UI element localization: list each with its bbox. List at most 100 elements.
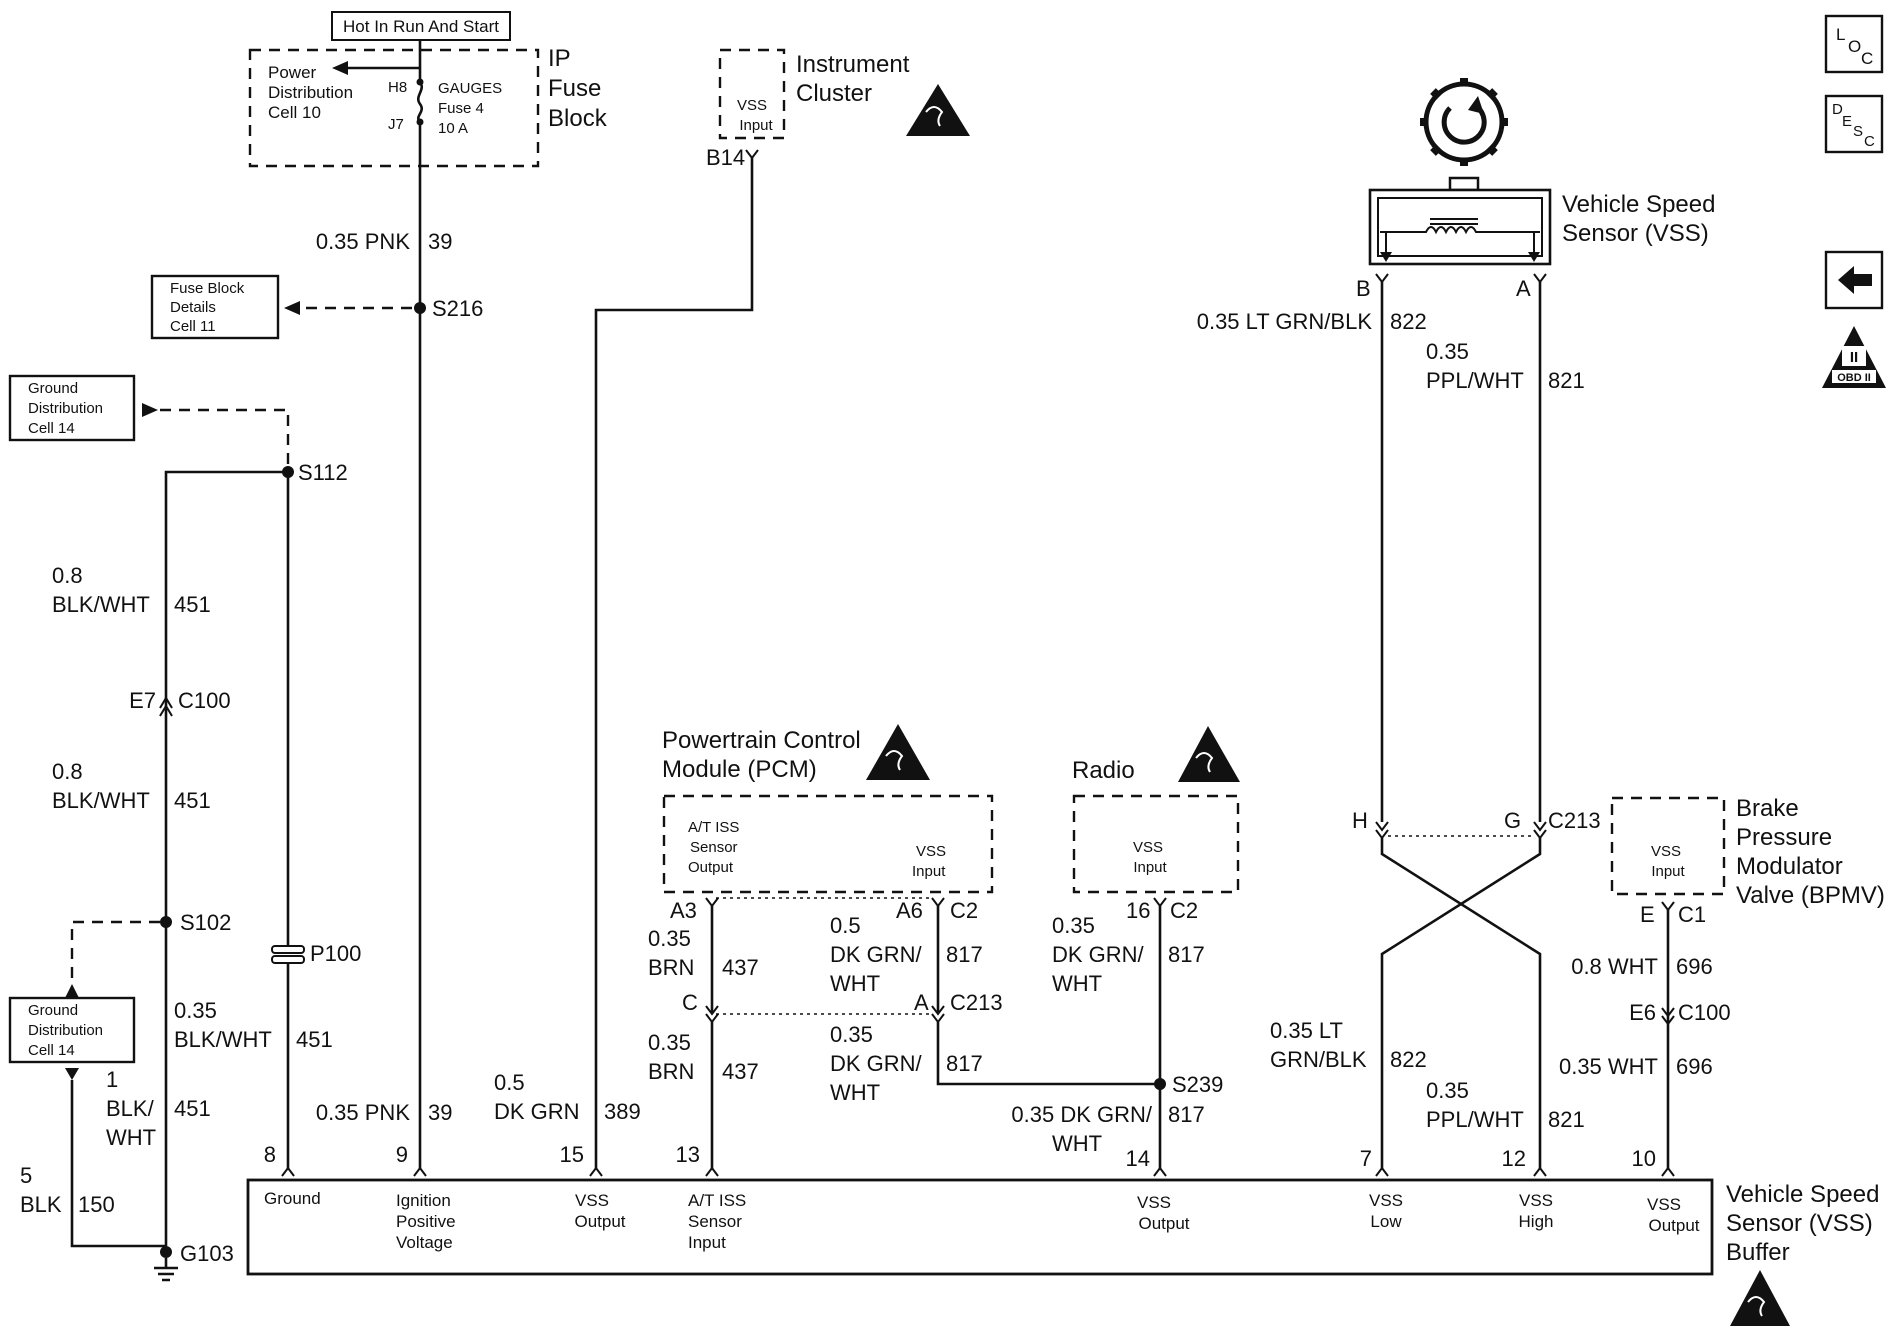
vss-title-1: Vehicle Speed bbox=[1562, 191, 1715, 218]
wire-451-b-gauge: 0.8 bbox=[52, 759, 83, 784]
vss-pin-a: A bbox=[1516, 276, 1531, 301]
splice-s102-label: S102 bbox=[180, 910, 231, 935]
radio-title: Radio bbox=[1072, 757, 1135, 784]
wire-822-low-color: GRN/BLK bbox=[1270, 1047, 1367, 1072]
bpmv-title-4: Valve (BPMV) bbox=[1736, 882, 1885, 909]
buffer-title-3: Buffer bbox=[1726, 1239, 1790, 1266]
wire-389-circuit: 389 bbox=[604, 1099, 641, 1124]
wire-817-radio-color-1: DK GRN/ bbox=[1052, 942, 1145, 967]
bpmv-title-1: Brake bbox=[1736, 795, 1799, 822]
buffer-label-vss-out3-1: VSS bbox=[1647, 1195, 1681, 1214]
ip-fuse-title-3: Block bbox=[548, 105, 608, 132]
sensor-stem bbox=[1448, 176, 1480, 192]
wire-821-low-color: PPL/WHT bbox=[1426, 1107, 1524, 1132]
wire-150-gauge: 5 bbox=[20, 1163, 32, 1188]
wire-451-c-gauge: 0.35 bbox=[174, 998, 217, 1023]
wire-817-b-color-1: DK GRN/ bbox=[830, 1051, 923, 1076]
buffer-label-atiss-2: Sensor bbox=[688, 1212, 742, 1231]
buffer-label-vss-low-2: Low bbox=[1370, 1212, 1402, 1231]
wire-437-a-circuit: 437 bbox=[722, 955, 759, 980]
loc-button[interactable]: L O C bbox=[1824, 14, 1884, 74]
radio-pin-16: 16 bbox=[1126, 898, 1150, 923]
buffer-label-vss-out2-1: VSS bbox=[1137, 1193, 1171, 1212]
ground-dist-bottom-box[interactable] bbox=[8, 996, 136, 1064]
radio-vss-1: VSS bbox=[1133, 839, 1163, 856]
back-arrow-button[interactable] bbox=[1824, 250, 1884, 310]
brake-pressure-modulator-valve: VSS Input Brake Pressure Modulator Valve… bbox=[1559, 795, 1885, 1170]
c100-left-label: C100 bbox=[178, 688, 231, 713]
pcm-esd-warning-icon bbox=[866, 724, 930, 780]
buffer-pin-13: 13 bbox=[676, 1142, 700, 1167]
pcm-atiss-1: A/T ISS bbox=[688, 819, 739, 836]
wire-451-c-color: BLK/WHT bbox=[174, 1027, 272, 1052]
wire-451-d-gauge: 1 bbox=[106, 1067, 118, 1092]
pcm-pin-a: A bbox=[914, 990, 929, 1015]
buffer-label-ground: Ground bbox=[264, 1189, 321, 1208]
ground-dist-bottom-2: Distribution bbox=[28, 1022, 103, 1039]
buffer-pin-9: 9 bbox=[396, 1142, 408, 1167]
fuse-block-details-box[interactable] bbox=[150, 274, 280, 340]
ground-dist-top-box[interactable] bbox=[8, 374, 136, 442]
wire-817-a-color-2: WHT bbox=[830, 971, 880, 996]
obd-ii-button[interactable]: II OBD II bbox=[1822, 326, 1886, 388]
buffer-title-2: Sensor (VSS) bbox=[1726, 1210, 1873, 1237]
radio-esd-warning-icon bbox=[1178, 726, 1240, 782]
power-dist-line-1: Power bbox=[268, 63, 317, 82]
wire-39-circuit-bottom: 39 bbox=[428, 1100, 452, 1125]
buffer-label-atiss-3: Input bbox=[688, 1233, 726, 1252]
ground-g103-label: G103 bbox=[180, 1241, 234, 1266]
wire-437-b-color: BRN bbox=[648, 1059, 694, 1084]
wire-817-b-circuit: 817 bbox=[946, 1051, 983, 1076]
wire-821-top-gauge: 0.35 bbox=[1426, 339, 1469, 364]
ip-fuse-block: Hot In Run And Start Power Distribution … bbox=[248, 11, 608, 168]
radio-conn-c2: C2 bbox=[1170, 898, 1198, 923]
connector-p100-label: P100 bbox=[310, 941, 361, 966]
desc-button[interactable]: D E S C bbox=[1824, 94, 1884, 154]
fuse-4-symbol bbox=[417, 81, 423, 123]
esd-warning-icon bbox=[906, 84, 970, 136]
wire-437-a-gauge: 0.35 bbox=[648, 926, 691, 951]
bpmv-conn-c1: C1 bbox=[1678, 902, 1706, 927]
bpmv-title-2: Pressure bbox=[1736, 824, 1832, 851]
vss-buffer: 8 9 15 13 14 7 12 10 Ground Ignition Pos… bbox=[246, 1142, 1879, 1326]
wire-696-a-gauge: 0.8 WHT bbox=[1571, 954, 1658, 979]
wire-451-b-circuit: 451 bbox=[174, 788, 211, 813]
power-dist-line-3: Cell 10 bbox=[268, 103, 321, 122]
back-arrow-icon bbox=[1838, 266, 1872, 294]
vss-wires-top: 0.35 LT GRN/BLK 822 0.35 PPL/WHT 821 bbox=[1197, 282, 1585, 822]
wire-451-d-circuit: 451 bbox=[174, 1096, 211, 1121]
buffer-label-ign-2: Positive bbox=[396, 1212, 456, 1231]
buffer-pin-12: 12 bbox=[1502, 1146, 1526, 1171]
c100-right-pin: E6 bbox=[1629, 1000, 1656, 1025]
fuse-details-1: Fuse Block bbox=[170, 280, 245, 297]
obd-roman: II bbox=[1850, 349, 1858, 366]
wire-451-a-circuit: 451 bbox=[174, 592, 211, 617]
buffer-label-vss-high-2: High bbox=[1519, 1212, 1554, 1231]
wire-389-gauge: 0.5 bbox=[494, 1070, 525, 1095]
buffer-pin-arrows bbox=[281, 1166, 1675, 1177]
hot-in-run-label: Hot In Run And Start bbox=[343, 17, 499, 36]
power-dist-arrowhead bbox=[332, 61, 348, 75]
bpmv-title-3: Modulator bbox=[1736, 853, 1843, 880]
cluster-pin-b14: B14 bbox=[706, 145, 745, 170]
buffer-pin-8: 8 bbox=[264, 1142, 276, 1167]
pcm-pin-a3: A3 bbox=[670, 898, 697, 923]
wire-817-b-gauge: 0.35 bbox=[830, 1022, 873, 1047]
fuse-label-3: 10 A bbox=[438, 120, 468, 137]
fuse-details-2: Details bbox=[170, 299, 216, 316]
fuse-details-3: Cell 11 bbox=[170, 318, 216, 335]
pcm-c213: C213 bbox=[950, 990, 1003, 1015]
crossover-pin-h: H bbox=[1352, 808, 1368, 833]
desc-letter-e: E bbox=[1842, 113, 1852, 130]
wire-822-top-circuit: 822 bbox=[1390, 309, 1427, 334]
cluster-title-2: Cluster bbox=[796, 80, 872, 107]
fuse-label-1: GAUGES bbox=[438, 80, 502, 97]
crossover-c213: C213 bbox=[1548, 808, 1601, 833]
splice-s239 bbox=[1154, 1078, 1166, 1090]
desc-letter-s: S bbox=[1853, 123, 1863, 140]
buffer-pin-14: 14 bbox=[1126, 1146, 1150, 1171]
splice-s216-label: S216 bbox=[432, 296, 483, 321]
buffer-label-ign-3: Voltage bbox=[396, 1233, 453, 1252]
fuse-label-2: Fuse 4 bbox=[438, 100, 484, 117]
